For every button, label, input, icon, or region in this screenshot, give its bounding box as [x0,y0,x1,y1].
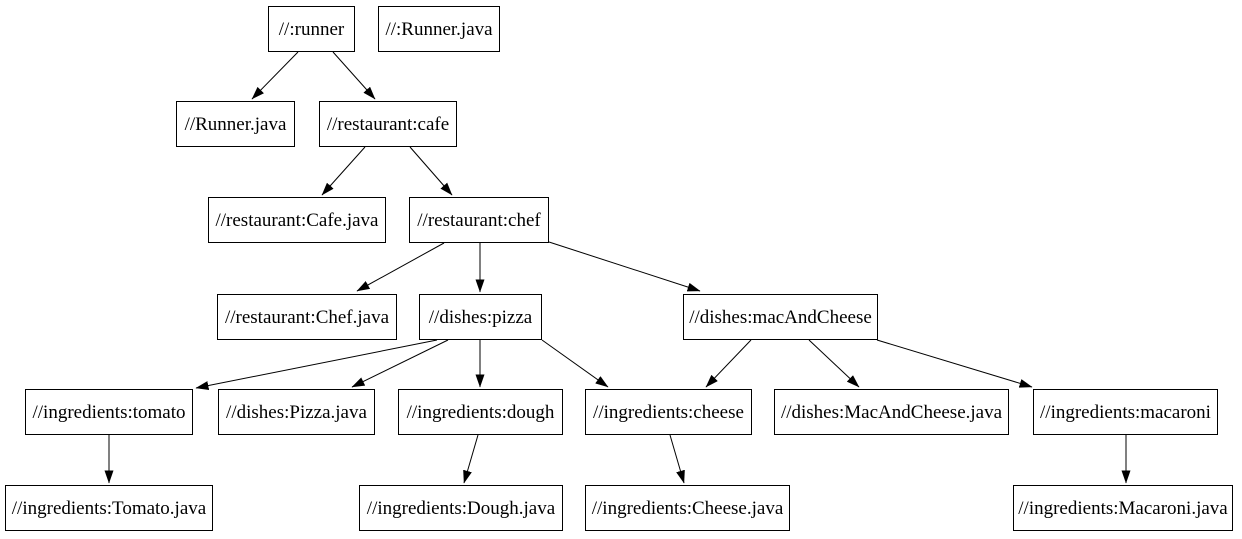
node-cheese: //ingredients:cheese [585,389,752,435]
edge-chef-to-mac-and-cheese [548,241,701,292]
node-label: //:Runner.java [385,18,493,40]
edge-chef-to-chef-java [356,242,445,292]
node-label: //ingredients:Dough.java [366,497,556,519]
edge-pizza-to-tomato [195,339,438,390]
node-label: //ingredients:Tomato.java [11,497,207,519]
node-label: //dishes:Pizza.java [226,401,367,423]
node-label: //dishes:MacAndCheese.java [780,401,1003,423]
edge-runner-to-runner-java [251,51,299,100]
edge-cheese-to-cheese-java [669,434,685,484]
edge-runner-to-cafe [332,51,376,100]
edge-cafe-to-cafe-java [321,146,366,196]
node-label: //ingredients:macaroni [1040,401,1211,423]
node-label: //restaurant:chef [417,209,541,231]
edge-mac-and-cheese-to-macaroni [876,339,1033,388]
node-macaroni: //ingredients:macaroni [1033,389,1218,435]
node-label: //restaurant:cafe [326,113,450,135]
node-label: //dishes:pizza [428,306,533,328]
node-label: //ingredients:tomato [32,401,186,423]
node-pizza: //dishes:pizza [419,294,542,340]
node-macaroni-java: //ingredients:Macaroni.java [1013,485,1233,531]
node-label: //ingredients:dough [406,401,555,423]
node-dough: //ingredients:dough [398,389,563,435]
node-runner: //:runner [268,6,355,52]
node-chef-java: //restaurant:Chef.java [217,294,397,340]
node-label: //ingredients:cheese [593,401,744,423]
node-pizza-java: //dishes:Pizza.java [218,389,375,435]
node-label: //restaurant:Cafe.java [215,209,379,231]
node-cafe-java: //restaurant:Cafe.java [208,197,386,243]
node-mac-and-cheese-java: //dishes:MacAndCheese.java [774,389,1009,435]
node-label: //restaurant:Chef.java [224,306,390,328]
node-tomato-java: //ingredients:Tomato.java [5,485,213,531]
node-label: //ingredients:Cheese.java [591,497,784,519]
node-cafe: //restaurant:cafe [319,101,457,147]
edge-mac-and-cheese-to-cheese [705,339,752,388]
edge-dough-to-dough-java [463,434,479,484]
node-dough-java: //ingredients:Dough.java [359,485,563,531]
node-tomato: //ingredients:tomato [25,389,193,435]
node-label: //Runner.java [184,113,287,135]
edge-mac-and-cheese-to-mac-and-cheese-java [808,339,860,388]
node-chef: //restaurant:chef [409,197,549,243]
edge-cafe-to-chef [409,146,453,196]
node-mac-and-cheese: //dishes:macAndCheese [683,294,878,340]
node-label: //dishes:macAndCheese [689,306,872,328]
node-label: //ingredients:Macaroni.java [1018,497,1228,519]
node-runner-java-target: //:Runner.java [378,6,500,52]
node-label: //:runner [278,18,345,40]
node-cheese-java: //ingredients:Cheese.java [585,485,790,531]
node-runner-java: //Runner.java [176,101,295,147]
edge-pizza-to-pizza-java [351,339,449,388]
edge-pizza-to-cheese [541,339,609,388]
